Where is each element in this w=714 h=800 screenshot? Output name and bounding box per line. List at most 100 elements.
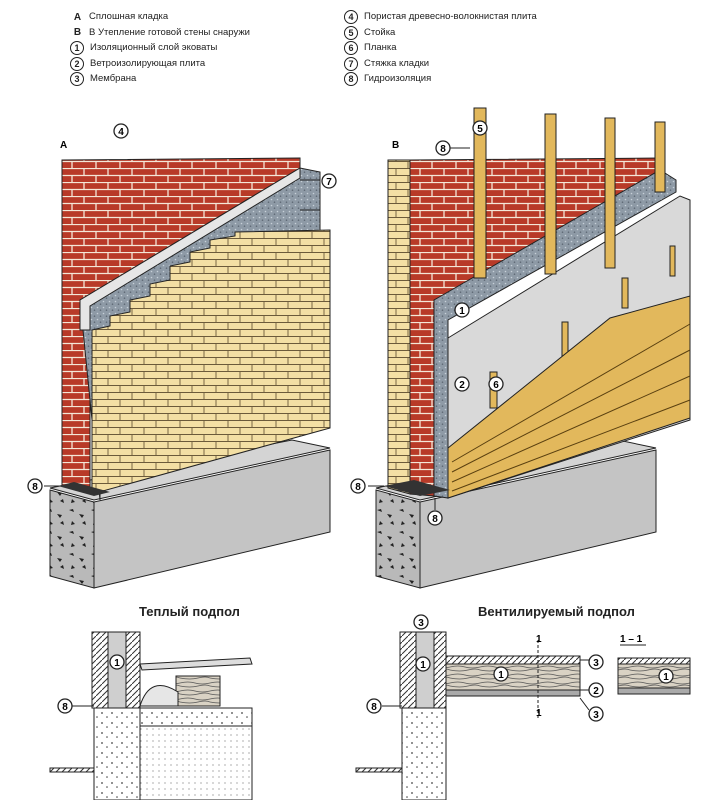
marker-2-right: 2 xyxy=(580,682,604,698)
wall-right-brick xyxy=(125,631,141,709)
marker-5-b: 5 xyxy=(472,120,488,136)
stud-3 xyxy=(604,117,616,269)
section-body xyxy=(617,663,691,689)
waterproof-strip-a xyxy=(58,482,110,496)
warm-floor-section: 1 8 xyxy=(49,631,253,800)
stud-4 xyxy=(654,121,666,193)
svg-text:8: 8 xyxy=(371,702,377,713)
marker-6-b: 6 xyxy=(488,376,504,392)
joist-stack xyxy=(175,675,221,707)
studs xyxy=(473,107,666,279)
cut-label-bottom: 1 xyxy=(536,708,542,719)
floor-eco xyxy=(445,663,581,691)
marker-8-a: 8 xyxy=(27,478,60,494)
legend-item-4: 4 Пористая древесно-волокнистая плита xyxy=(344,10,537,25)
ground-line-r xyxy=(355,767,403,773)
legend-key: 3 xyxy=(70,72,84,86)
svg-text:1: 1 xyxy=(459,306,465,317)
legend-text: Мембрана xyxy=(90,73,137,84)
wall-eco xyxy=(107,631,127,709)
marker-1-warm: 1 xyxy=(109,654,125,670)
legend-key: A xyxy=(73,11,82,23)
diagram-b-letter: B xyxy=(392,140,399,151)
marker-8-b-left: 8 xyxy=(350,478,384,494)
insulation-hump xyxy=(139,685,179,707)
section-bottom xyxy=(617,687,691,695)
legend-key: B xyxy=(73,27,82,38)
legend-key: 6 xyxy=(344,41,358,55)
legend-item-1: 1 Изоляционный слой эковаты xyxy=(70,41,217,56)
svg-text:6: 6 xyxy=(493,380,499,391)
legend-item-3: 3 Мембрана xyxy=(70,72,136,87)
wall-left-brick xyxy=(91,631,109,709)
diagram-b: B 8 5 1 2 6 8 8 xyxy=(350,107,691,589)
cut-label-top: 1 xyxy=(536,634,542,645)
diagram-a-letter: A xyxy=(60,140,67,151)
foundation-left xyxy=(93,707,141,800)
marker-3-right-a: 3 xyxy=(580,654,604,670)
stud-1 xyxy=(473,107,487,279)
svg-text:1: 1 xyxy=(663,672,669,683)
caption-warm-floor: Теплый подпол xyxy=(139,604,240,619)
svg-text:8: 8 xyxy=(440,144,446,155)
legend-item-2: 2 Ветроизолирующая плита xyxy=(70,56,206,72)
svg-text:7: 7 xyxy=(326,177,332,188)
diagram-a: 4 7 8 A xyxy=(27,123,337,589)
svg-text:3: 3 xyxy=(418,618,424,629)
svg-text:1: 1 xyxy=(114,658,120,669)
waterproof-strip-b xyxy=(384,480,450,496)
legend-text: Стойка xyxy=(364,26,396,38)
svg-text:4: 4 xyxy=(118,127,124,138)
legend-text: Сплошная кладка xyxy=(89,11,169,22)
marker-8-b-bottom: 8 xyxy=(427,498,443,526)
svg-text:1: 1 xyxy=(498,670,504,681)
vented-floor-section: 1 1 3 1 8 1 3 2 xyxy=(355,614,691,800)
floor-top xyxy=(445,655,581,665)
cladding-lines xyxy=(451,323,691,492)
legend-key: 2 xyxy=(70,56,84,71)
marker-8-r: 8 xyxy=(366,698,402,714)
marker-1-b: 1 xyxy=(454,302,470,318)
svg-text:8: 8 xyxy=(62,702,68,713)
marker-1-section: 1 xyxy=(658,668,674,684)
marker-1-wall-r: 1 xyxy=(415,656,431,672)
legend-text: Гидроизоляция xyxy=(364,73,432,84)
batten-3 xyxy=(621,277,629,309)
foundation-front xyxy=(49,489,95,589)
legend-key: 1 xyxy=(70,41,84,55)
marker-8-warm: 8 xyxy=(57,698,94,714)
yellow-facing xyxy=(91,229,331,495)
legend-text: Ветроизолирующая плита xyxy=(90,57,206,69)
foundation-front-b xyxy=(375,489,421,589)
section-label: 1 – 1 xyxy=(620,634,643,645)
foundation-side-b xyxy=(419,449,657,589)
svg-text:3: 3 xyxy=(593,710,599,721)
foundation-side xyxy=(93,449,331,589)
svg-text:8: 8 xyxy=(432,514,438,525)
section-top xyxy=(617,657,691,665)
floor-bottom xyxy=(445,689,581,697)
marker-7-a: 7 xyxy=(300,173,337,211)
marker-3-top-r: 3 xyxy=(413,614,429,630)
legend-text: Пористая древесно-волокнистая плита xyxy=(364,11,537,22)
legend-key: 4 xyxy=(344,10,358,24)
legend-text: Планка xyxy=(364,42,397,53)
floor-board xyxy=(139,657,253,671)
marker-3-right-b: 3 xyxy=(579,697,604,722)
marker-8-b-top: 8 xyxy=(435,140,470,156)
legend-text: В Утепление готовой стены снаружи xyxy=(89,26,250,38)
caption-vented-floor: Вентилируемый подпол xyxy=(478,604,635,619)
membrane-edge xyxy=(79,167,301,331)
batten-4 xyxy=(669,245,676,277)
legend-key: 7 xyxy=(344,56,358,71)
wall-right-brick-r xyxy=(433,631,447,709)
legend-text: Стяжка кладки xyxy=(364,57,430,69)
svg-text:2: 2 xyxy=(593,686,599,697)
legend-item-A: A Сплошная кладка xyxy=(70,10,168,25)
legend-text: Изоляционный слой эковаты xyxy=(90,42,218,53)
svg-text:8: 8 xyxy=(32,482,38,493)
marker-1-floor-r: 1 xyxy=(493,666,509,682)
